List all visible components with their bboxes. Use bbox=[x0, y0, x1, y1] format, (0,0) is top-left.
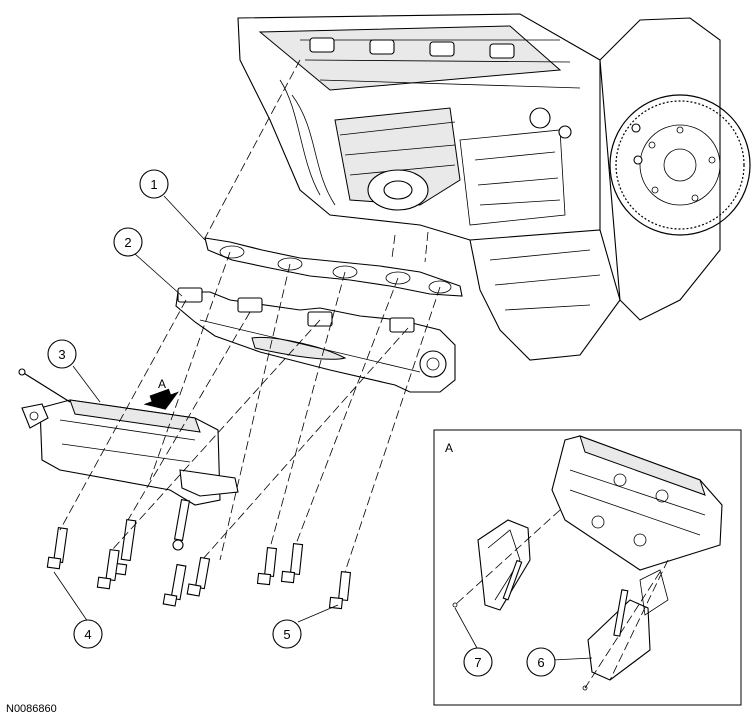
callout-3: 3 bbox=[47, 339, 77, 369]
view-arrow: A bbox=[143, 377, 179, 410]
exhaust-manifold-gasket bbox=[204, 237, 463, 297]
exhaust-manifold bbox=[175, 287, 456, 393]
callout-1-label: 1 bbox=[150, 177, 157, 192]
callout-7-label: 7 bbox=[474, 655, 481, 670]
heat-shield bbox=[18, 368, 239, 506]
callout-3-label: 3 bbox=[58, 347, 65, 362]
alignment-lines bbox=[59, 59, 441, 573]
manifold-bolts-left bbox=[46, 498, 211, 607]
callout-4: 4 bbox=[73, 619, 103, 649]
engine-block bbox=[237, 13, 621, 361]
callout-6: 6 bbox=[526, 647, 556, 677]
callout-5: 5 bbox=[272, 619, 302, 649]
manifold-bolts-right bbox=[256, 543, 352, 610]
callout-2: 2 bbox=[113, 227, 143, 257]
callout-6-label: 6 bbox=[537, 655, 544, 670]
callout-2-label: 2 bbox=[124, 235, 131, 250]
figure-code: N0086860 bbox=[6, 703, 57, 715]
callout-leaders bbox=[53, 195, 593, 661]
view-arrow-label: A bbox=[158, 377, 166, 391]
detail-view-label: A bbox=[445, 441, 453, 455]
callout-4-label: 4 bbox=[84, 627, 91, 642]
callout-7: 7 bbox=[463, 647, 493, 677]
callout-1: 1 bbox=[139, 169, 169, 199]
callout-5-label: 5 bbox=[283, 627, 290, 642]
flywheel bbox=[599, 17, 751, 321]
